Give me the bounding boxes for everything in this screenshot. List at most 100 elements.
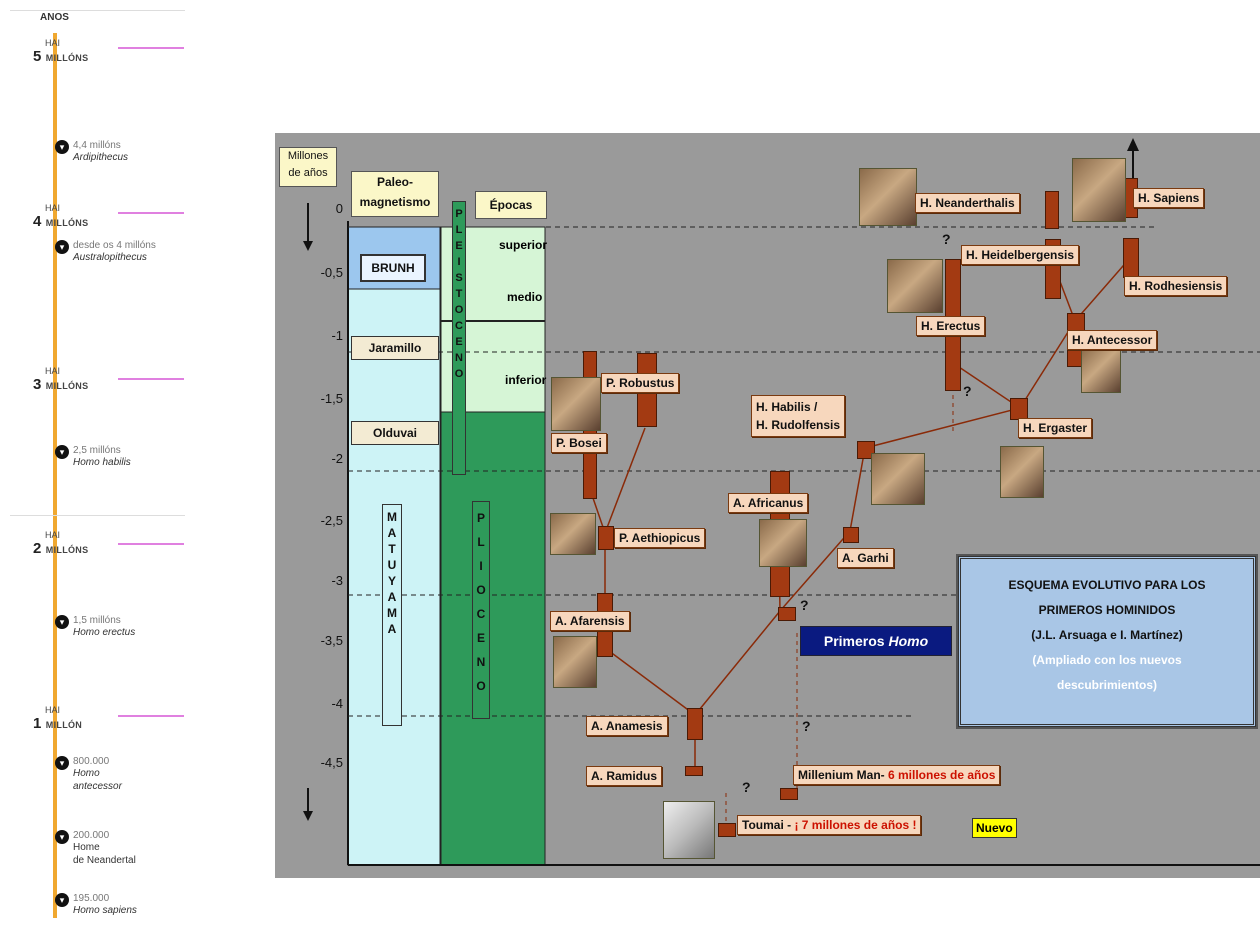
skull-image-toumai (663, 801, 715, 859)
timeline-event-antecessor[interactable]: ▾ 800.000 Homo antecessor (55, 756, 122, 793)
skull-image-aethiopicus (550, 513, 596, 555)
y-tick: -3 (331, 573, 343, 588)
vertical-letter: T (388, 542, 396, 556)
note-line5: descubrimientos) (1056, 678, 1158, 692)
species-habilis: H. Habilis / H. Rudolfensis (751, 395, 846, 437)
vertical-letter: O (476, 679, 486, 693)
species-antecessor: H. Antecessor (1067, 330, 1158, 350)
species-millenium: Millenium Man- 6 millones de años (793, 765, 1001, 785)
chevron-down-icon[interactable]: ▾ (55, 756, 69, 770)
event-name: Homo sapiens (73, 905, 137, 916)
axis-title-line1: Millones (287, 150, 329, 162)
skull-image-bosei (551, 377, 601, 431)
chevron-down-icon[interactable]: ▾ (55, 240, 69, 254)
timeline-event-habilis[interactable]: ▾ 2,5 millóns Homo habilis (55, 445, 131, 469)
marker-hai: HAI (45, 38, 61, 48)
marker-number: 2 (33, 540, 42, 557)
marker-hai: HAI (45, 366, 61, 376)
marker-unit: MILLÓNS (45, 545, 89, 555)
vertical-letter: E (455, 240, 463, 252)
skull-image-afarensis (553, 636, 597, 688)
skull-image-neanderthalis (859, 168, 917, 226)
vertical-letter: O (454, 304, 464, 316)
y-tick: -2 (331, 451, 343, 466)
event-date: 800.000 (73, 756, 110, 767)
vertical-letter: I (457, 256, 461, 268)
vertical-letter: O (454, 368, 464, 380)
marker-line-5 (118, 47, 184, 49)
chevron-down-icon[interactable]: ▾ (55, 140, 69, 154)
bar-aethiopicus (598, 526, 614, 550)
millenium-name: Millenium Man- (798, 768, 888, 782)
skull-image-antecessor (1081, 347, 1121, 393)
y-tick: -4 (331, 696, 343, 711)
marker-number: 1 (33, 715, 42, 732)
event-date: 200.000 (73, 830, 110, 841)
event-name: Homo habilis (73, 457, 131, 468)
species-ramidus: A. Ramidus (586, 766, 663, 786)
species-heidelbergensis: H. Heidelbergensis (961, 245, 1080, 265)
species-ergaster: H. Ergaster (1018, 418, 1093, 438)
bar-rodhesiensis (1123, 238, 1139, 278)
bar-ramidus (685, 766, 703, 776)
timeline-event-neandertal[interactable]: ▾ 200.000 Home de Neandertal (55, 830, 136, 867)
bar-toumai (718, 823, 736, 837)
question-mark: ? (963, 383, 972, 399)
species-aethiopicus: P. Aethiopicus (614, 528, 706, 548)
vertical-letter: U (387, 558, 397, 572)
timeline-event-ardipithecus[interactable]: ▾ 4,4 millóns Ardipithecus (55, 140, 129, 164)
paleomagnetism-header: Paleo- magnetismo (351, 171, 439, 217)
y-tick: -4,5 (320, 755, 343, 770)
timeline-marker-1: HAI 1 MILLÓN (33, 705, 82, 733)
event-name: Home (73, 842, 100, 853)
millenium-age: 6 millones de años (888, 768, 996, 782)
marker-line-4 (118, 212, 184, 214)
nuevo-badge: Nuevo (972, 818, 1017, 838)
medio-label: medio (507, 290, 543, 304)
note-line1: ESQUEMA EVOLUTIVO PARA LOS (1008, 578, 1206, 592)
timeline-header: ANOS (40, 12, 69, 23)
event-date: 1,5 millóns (73, 615, 121, 626)
vertical-letter: E (476, 631, 485, 645)
marker-unit: MILLÓN (45, 720, 83, 730)
event-name: Ardipithecus (73, 152, 129, 163)
vertical-letter: A (387, 622, 397, 636)
marker-line-2 (118, 543, 184, 545)
bar-primeros (778, 607, 796, 621)
timeline-event-erectus[interactable]: ▾ 1,5 millóns Homo erectus (55, 615, 136, 639)
toumai-name: Toumai - (742, 818, 795, 832)
timeline-event-sapiens[interactable]: ▾ 195.000 Homo sapiens (55, 893, 137, 917)
species-robustus: P. Robustus (601, 373, 680, 393)
primeros-text: Primeros (823, 633, 889, 649)
timeline-line (53, 33, 57, 918)
vertical-letter: P (476, 511, 485, 525)
species-africanus: A. Africanus (728, 493, 809, 513)
vertical-letter: T (455, 288, 463, 300)
chevron-down-icon[interactable]: ▾ (55, 830, 69, 844)
skull-image-erectus (887, 259, 943, 313)
mid-divider (10, 515, 185, 516)
habilis-line2: H. Rudolfensis (756, 418, 841, 432)
vertical-letter: M (387, 606, 397, 620)
skull-image-habilis (871, 453, 925, 505)
event-date: 195.000 (73, 893, 110, 904)
vertical-letter: P (455, 208, 463, 220)
chevron-down-icon[interactable]: ▾ (55, 445, 69, 459)
event-name: Homo erectus (73, 627, 136, 638)
chevron-down-icon[interactable]: ▾ (55, 615, 69, 629)
marker-unit: MILLÓNS (45, 218, 89, 228)
timeline-marker-3: HAI 3 MILLÓNS (33, 366, 88, 394)
evolution-diagram: Millones de años 0 -0,5 -1 -1,5 -2 -2,5 … (275, 133, 1260, 878)
marker-hai: HAI (45, 705, 61, 715)
primeros-homo-label: Primeros Homo (800, 626, 952, 656)
event-date: desde os 4 millóns (73, 240, 156, 251)
event-name-2: de Neandertal (73, 855, 136, 866)
brunh-label: BRUNH (360, 254, 426, 282)
marker-line-3 (118, 378, 184, 380)
axis-title: Millones de años (279, 147, 337, 187)
timeline-event-australopithecus[interactable]: ▾ desde os 4 millóns Australopithecus (55, 240, 156, 264)
chevron-down-icon[interactable]: ▾ (55, 893, 69, 907)
species-anamesis: A. Anamesis (586, 716, 668, 736)
bar-millenium (780, 788, 798, 800)
